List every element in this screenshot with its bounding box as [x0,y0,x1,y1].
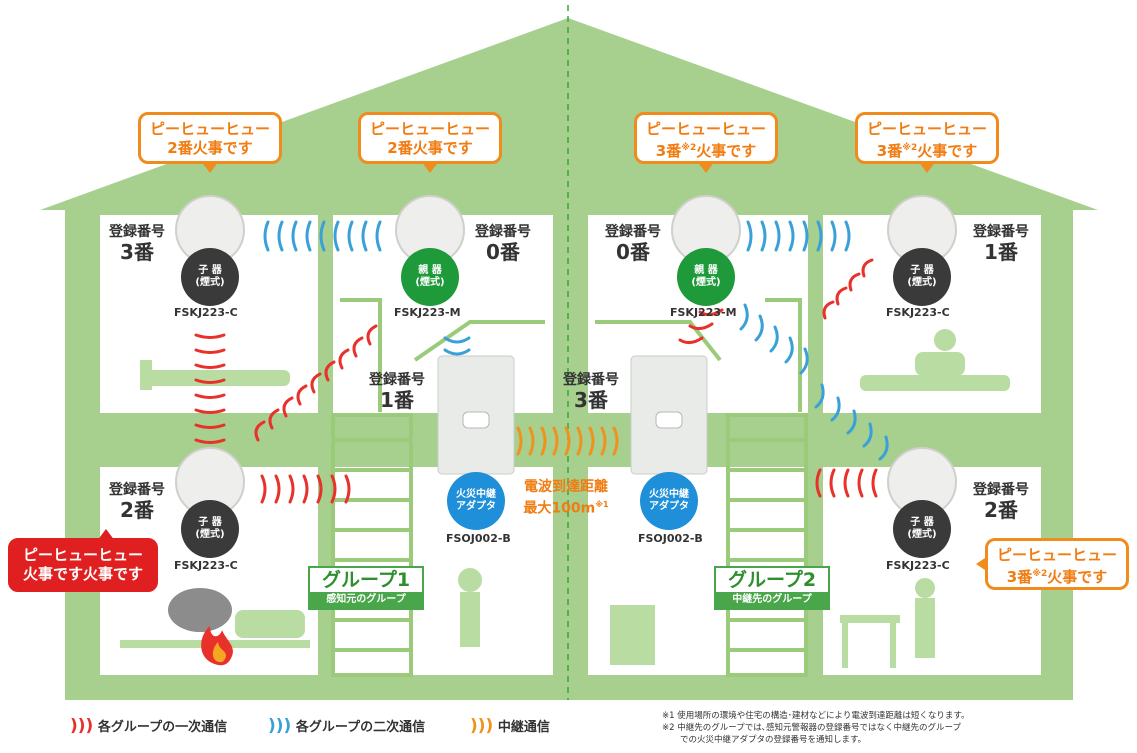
stairs-right [595,298,808,677]
waves-secondary [263,220,889,461]
legend-relay: ))) 中継通信 [470,716,550,736]
badge-child-upper-left: 子 器(煙式) [181,248,239,306]
alarm-bubble: ピーヒューヒュー火事です火事です [8,529,158,592]
badge-child-upper-right: 子 器(煙式) [893,248,951,306]
detectors [175,195,957,517]
badge-adapter-left: 火災中継アダプタ [447,472,505,530]
badge-adapter-right: 火災中継アダプタ [640,472,698,530]
range-label: 電波到達距離 最大100m※1 [523,479,609,517]
legend-relay-icon: ))) [470,716,494,736]
model-adapter-right: FSOJ002-B [638,532,703,545]
waves-relay [516,426,619,456]
model-lower-right: FSKJ223-C [886,559,950,572]
model-lower-left: FSKJ223-C [174,559,238,572]
waves-primary [194,258,878,504]
legend-primary: ))) 各グループの一次通信 [70,716,228,736]
model-parent-left: FSKJ223-M [394,306,461,319]
note-3: での火災中継アダプタの登録番号を通知します。 [680,735,867,745]
stairs-left [331,298,545,677]
model-upper-left: FSKJ223-C [174,306,238,319]
model-adapter-left: FSOJ002-B [446,532,511,545]
legend-secondary: ))) 各グループの二次通信 [268,716,426,736]
badge-child-lower-left: 子 器(煙式) [181,500,239,558]
note-2: ※2 中継先のグループでは､感知元警報器の登録番号ではなく中継先のグループ [662,723,961,733]
model-parent-right: FSKJ223-M [670,306,737,319]
badge-parent-left: 親 器(煙式) [401,248,459,306]
model-upper-right: FSKJ223-C [886,306,950,319]
smoke [168,588,232,632]
legend-primary-icon: ))) [70,716,94,736]
note-1: ※1 使用場所の環境や住宅の構造･建材などにより電波到達距離は短くなります。 [662,711,970,721]
badge-parent-right: 親 器(煙式) [677,248,735,306]
badge-child-lower-right: 子 器(煙式) [893,500,951,558]
legend-secondary-icon: ))) [268,716,292,736]
